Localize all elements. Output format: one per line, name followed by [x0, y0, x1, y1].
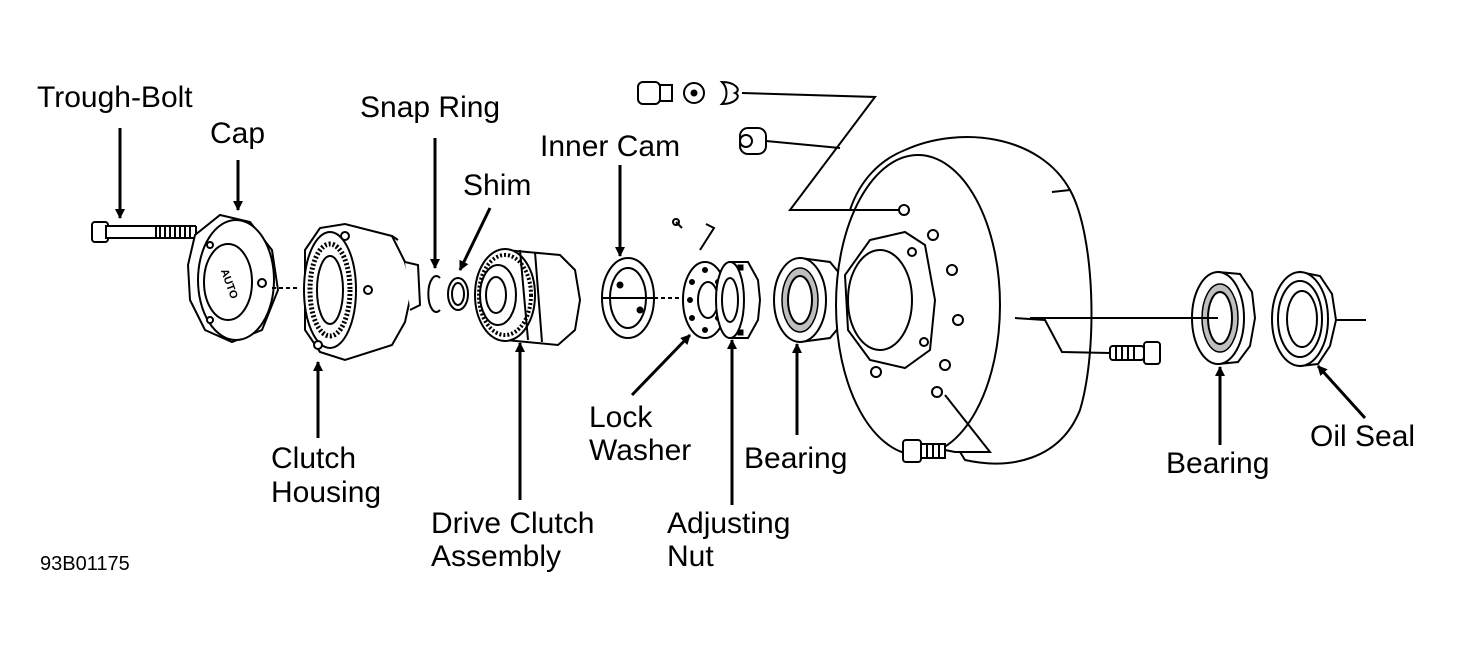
label-trough-bolt: Trough-Bolt — [37, 81, 193, 114]
label-clutch-housing-line2: Housing — [271, 476, 382, 509]
drive-clutch-assembly-part — [474, 248, 582, 347]
label-adjusting-nut-line1: Adjusting — [667, 507, 791, 540]
clutch-housing-part — [303, 222, 422, 362]
snap-ring-part — [427, 275, 441, 313]
label-bearing-outer: Bearing — [1166, 447, 1270, 480]
label-cap: Cap — [210, 117, 266, 150]
label-oil-seal: Oil Seal — [1310, 420, 1416, 453]
label-snap-ring: Snap Ring — [360, 91, 501, 124]
lug-nut-part — [637, 80, 767, 155]
hub-bolt-part — [902, 439, 946, 463]
label-drive-clutch-line1: Drive Clutch — [431, 507, 595, 540]
inner-cam-part — [601, 257, 655, 339]
label-lock-washer-line1: Lock — [589, 401, 653, 434]
inner-bearing-part — [773, 256, 850, 344]
outer-bearing-part — [1191, 270, 1257, 366]
label-clutch-housing-line1: Clutch — [271, 442, 357, 475]
label-adjusting-nut-line2: Nut — [667, 540, 714, 573]
callout-arrows — [115, 128, 1367, 505]
trough-bolt-part — [91, 221, 197, 243]
cap-part: AUTO — [186, 213, 280, 344]
label-lock-washer-line2: Washer — [589, 434, 692, 467]
hub-rotor-part — [835, 136, 1093, 465]
label-bearing-inner: Bearing — [744, 442, 848, 475]
label-drive-clutch-line2: Assembly — [431, 540, 562, 573]
label-inner-cam: Inner Cam — [540, 130, 681, 163]
shim-part — [447, 277, 469, 311]
label-shim: Shim — [463, 169, 532, 202]
oil-seal-part — [1271, 270, 1338, 368]
lock-washer-part — [672, 218, 728, 339]
adjusting-nut-part — [715, 261, 762, 339]
figure-code: 93B01175 — [40, 553, 130, 575]
wheel-stud-part — [1109, 341, 1161, 365]
